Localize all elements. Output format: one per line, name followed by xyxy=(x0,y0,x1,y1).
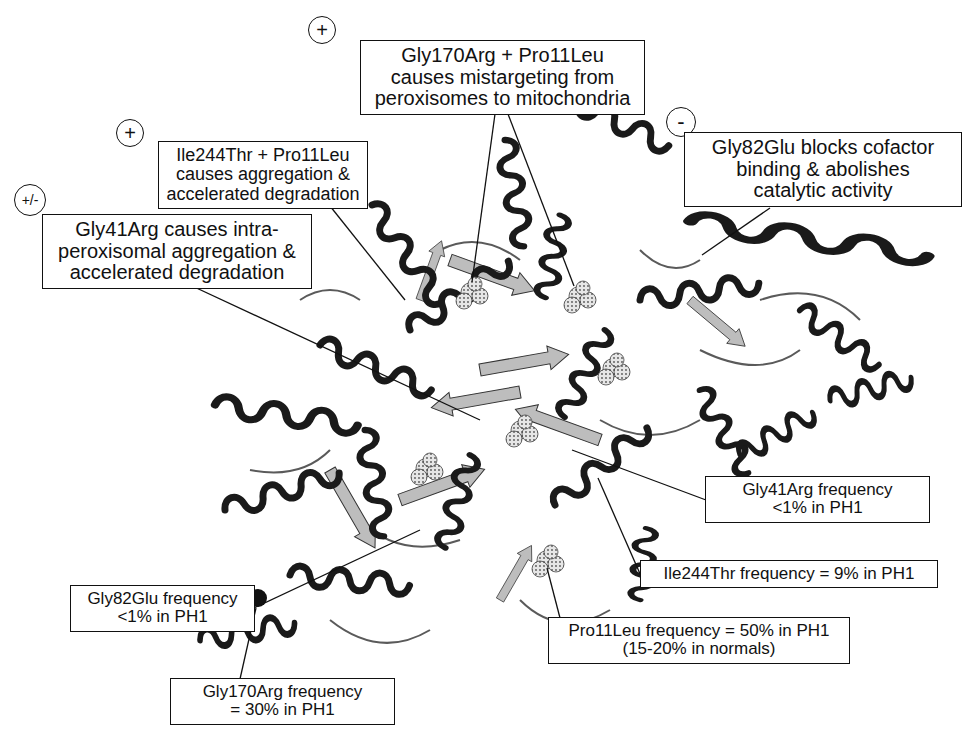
residue-sphere xyxy=(411,453,443,485)
coil-loop xyxy=(640,250,700,268)
alpha-helix xyxy=(222,464,342,520)
alpha-helix xyxy=(639,274,761,310)
leader-line xyxy=(508,114,574,286)
alpha-helix xyxy=(495,138,533,248)
callout-text: Gly82Glu blocks cofactor binding & aboli… xyxy=(703,137,943,202)
residue-sphere xyxy=(564,281,596,313)
coil-loop xyxy=(700,350,800,365)
alpha-helix xyxy=(364,199,449,308)
alpha-helix xyxy=(536,213,570,299)
beta-strand xyxy=(684,293,751,354)
callout-box: Gly82Glu frequency <1% in PH1 xyxy=(70,585,255,632)
callout-box: Gly41Arg causes intra-peroxisomal aggreg… xyxy=(42,214,312,289)
leader-line xyxy=(598,478,641,576)
callout-text: Gly170Arg + Pro11Leu causes mistargeting… xyxy=(372,45,634,110)
callout-box: Ile244Thr frequency = 9% in PH1 xyxy=(640,560,938,588)
effect-sign: + xyxy=(124,123,136,143)
leader-line xyxy=(330,206,405,300)
alpha-helix xyxy=(355,428,393,538)
beta-strand xyxy=(478,343,571,382)
residue-sphere xyxy=(506,415,538,447)
effect-marker: + xyxy=(116,119,144,147)
effect-sign: +/- xyxy=(22,193,39,207)
beta-strand xyxy=(429,380,522,419)
callout-text: Gly82Glu frequency <1% in PH1 xyxy=(77,590,248,627)
coil-loop xyxy=(250,450,330,473)
alpha-helix xyxy=(214,395,359,434)
alpha-helix xyxy=(735,405,817,464)
alpha-helix xyxy=(827,369,913,410)
leader-line xyxy=(472,114,495,282)
leader-line xyxy=(547,568,560,618)
callout-text: Ile244Thr + Pro11Leu causes aggregation … xyxy=(165,146,361,204)
callout-box: Gly170Arg frequency = 30% in PH1 xyxy=(170,678,395,725)
callout-box: Pro11Leu frequency = 50% in PH1 (15-20% … xyxy=(548,617,850,664)
effect-marker: +/- xyxy=(14,184,46,216)
leader-line xyxy=(572,450,706,500)
leader-line xyxy=(254,530,420,608)
alpha-helix xyxy=(794,302,884,373)
callout-box: Ile244Thr + Pro11Leu causes aggregation … xyxy=(158,141,368,209)
leader-line xyxy=(702,208,770,255)
callout-box: Gly41Arg frequency <1% in PH1 xyxy=(705,476,930,523)
callout-text: Gly41Arg causes intra-peroxisomal aggreg… xyxy=(53,219,301,284)
alpha-helix xyxy=(316,336,435,399)
alpha-helix xyxy=(549,420,653,512)
alpha-helix xyxy=(436,452,480,550)
beta-strand xyxy=(320,464,386,554)
callout-text: Gly41Arg frequency <1% in PH1 xyxy=(734,481,902,518)
effect-sign: - xyxy=(677,111,684,133)
callout-text: Ile244Thr frequency = 9% in PH1 xyxy=(647,565,931,583)
effect-marker: + xyxy=(308,16,336,44)
callout-box: Gly170Arg + Pro11Leu causes mistargeting… xyxy=(360,40,645,115)
mutation-spheres xyxy=(249,277,630,607)
alpha-helix xyxy=(289,565,410,595)
callout-box: Gly82Glu blocks cofactor binding & aboli… xyxy=(684,132,962,207)
alpha-helix xyxy=(692,385,757,478)
beta-strand xyxy=(493,541,539,604)
alpha-helix xyxy=(404,253,513,338)
effect-sign: + xyxy=(316,20,328,40)
leader-line xyxy=(190,285,480,420)
coil-loop xyxy=(330,620,430,643)
coil-loop xyxy=(300,290,360,300)
callout-text: Gly170Arg frequency = 30% in PH1 xyxy=(199,683,366,720)
residue-sphere xyxy=(598,353,630,385)
callout-text: Pro11Leu frequency = 50% in PH1 (15-20% … xyxy=(559,622,839,659)
